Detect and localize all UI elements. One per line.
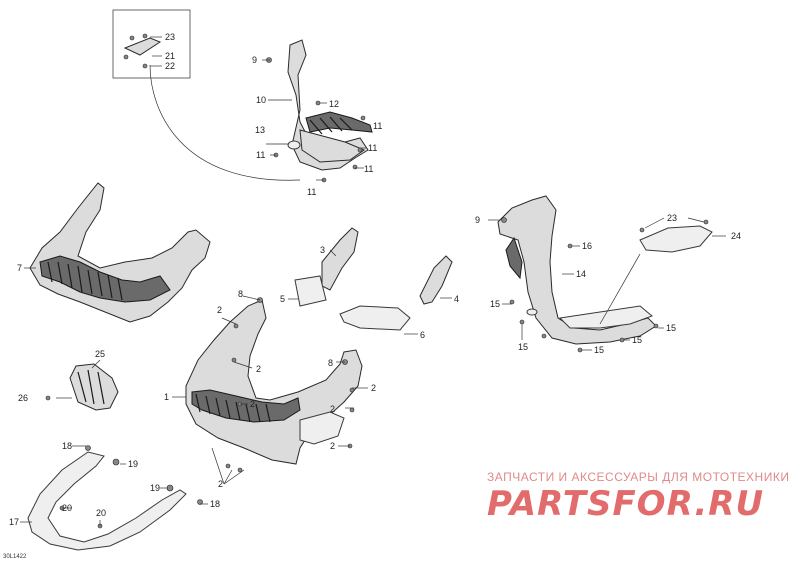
- callout-19-right: 19: [128, 459, 138, 469]
- callout-26: 26: [18, 393, 28, 403]
- trim-panels: [288, 227, 453, 335]
- callout-16: 16: [582, 241, 592, 251]
- callout-9-top: 9: [252, 55, 257, 65]
- callout-10: 10: [256, 95, 266, 105]
- callout-20-left: 20: [62, 503, 72, 513]
- callout-2-a: 2: [217, 305, 222, 315]
- watermark-tagline: ЗАПЧАСТИ И АКСЕССУАРЫ ДЛЯ МОТОТЕХНИКИ: [487, 470, 790, 484]
- callout-11-a: 11: [373, 121, 382, 131]
- floor-frame: [488, 195, 664, 353]
- callout-17: 17: [9, 517, 19, 527]
- drawing-code: 30L1422: [3, 554, 27, 560]
- air-duct: [45, 359, 119, 411]
- callout-11-e: 11: [307, 187, 316, 197]
- callout-8-right: 8: [328, 358, 333, 368]
- callout-14: 14: [576, 269, 586, 279]
- side-panel: [639, 217, 726, 253]
- callout-11-b: 11: [256, 150, 265, 160]
- callout-5: 5: [280, 294, 285, 304]
- callout-20-right: 20: [96, 508, 106, 518]
- callout-15-e: 15: [666, 323, 676, 333]
- headlight-assembly: [24, 182, 211, 323]
- callout-6: 6: [420, 330, 425, 340]
- callout-15-c: 15: [594, 345, 604, 355]
- callout-19-left: 19: [150, 483, 160, 493]
- callout-21: 21: [165, 51, 175, 61]
- callout-18-right: 18: [210, 499, 220, 509]
- callout-15-b: 15: [518, 342, 528, 352]
- callout-4: 4: [454, 294, 459, 304]
- callout-12: 12: [329, 99, 339, 109]
- callout-23-inset: 23: [165, 32, 175, 42]
- upper-bracket-assembly: [262, 39, 373, 183]
- callout-24: 24: [731, 231, 741, 241]
- callout-11-c: 11: [368, 143, 377, 153]
- callout-1: 1: [164, 392, 169, 402]
- watermark-logo: PARTSFOR.RU: [487, 484, 765, 524]
- callout-8-left: 8: [238, 289, 243, 299]
- front-bumper: [20, 445, 208, 551]
- callout-13: 13: [255, 125, 265, 135]
- callout-11-d: 11: [364, 164, 373, 174]
- callout-15-a: 15: [490, 299, 500, 309]
- callout-2-g: 2: [218, 479, 223, 489]
- callout-22: 22: [165, 61, 175, 71]
- callout-2-d: 2: [371, 383, 376, 393]
- callout-18-left: 18: [62, 441, 72, 451]
- callout-2-b: 2: [256, 364, 261, 374]
- callout-2-c: 2: [250, 399, 255, 409]
- callout-23-right: 23: [667, 213, 677, 223]
- callout-7: 7: [17, 263, 22, 273]
- callout-25: 25: [95, 349, 105, 359]
- callout-2-e: 2: [330, 404, 335, 414]
- front-fascia: [172, 295, 368, 485]
- callout-3: 3: [320, 245, 325, 255]
- callout-2-f: 2: [330, 441, 335, 451]
- callout-9-right: 9: [475, 215, 480, 225]
- callout-labels: 23 21 22 9 10 12 11 13 11 11 11 11 7 3 5…: [9, 32, 741, 527]
- callout-15-d: 15: [632, 335, 642, 345]
- detail-inset: [112, 9, 301, 181]
